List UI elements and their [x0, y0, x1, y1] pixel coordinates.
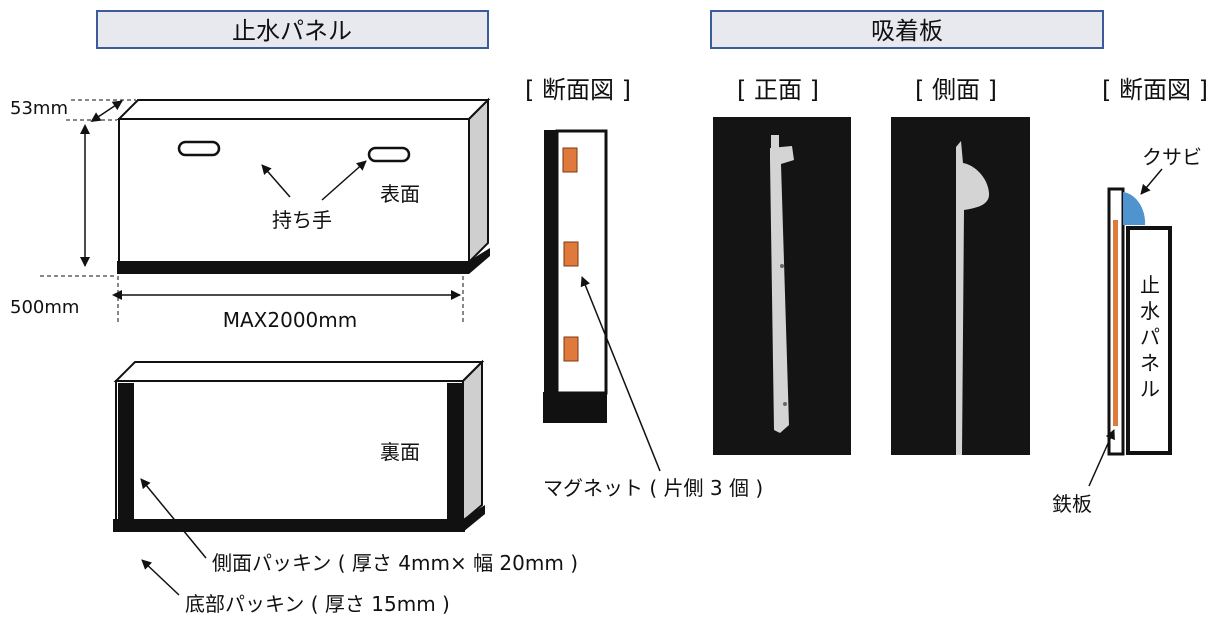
handle-left	[177, 140, 221, 157]
plate-cross-section: 止 水 パ ネ ル クサビ 鉄板	[1052, 145, 1202, 516]
wedge-label: クサビ	[1142, 145, 1202, 169]
plate-front-photo	[713, 117, 851, 455]
handles-label: 持ち手	[272, 208, 332, 232]
panel-section-title-text: 止水パネル	[232, 17, 352, 45]
iron-plate-label: 鉄板	[1052, 492, 1092, 516]
panel-back-view: 裏面 側面パッキン ( 厚さ 4mm× 幅 20mm ) 底部パッキン ( 厚さ…	[113, 359, 578, 616]
panel-section-title: 止水パネル	[96, 10, 489, 49]
dim-width-label: MAX2000mm	[223, 308, 358, 332]
plate-section-title: 吸着板	[710, 10, 1104, 49]
dim-height-label: 500mm	[10, 297, 79, 318]
plate-section-heading: [ 断面図 ]	[1102, 76, 1208, 104]
magnet-label: マグネット ( 片側 3 個 )	[543, 476, 763, 500]
handle-right	[367, 146, 411, 163]
back-bottom-packing	[113, 519, 465, 532]
magnet-2	[563, 241, 579, 267]
plate-section-title-text: 吸着板	[871, 17, 943, 45]
plate-side-heading: [ 側面 ]	[915, 76, 997, 104]
panel-vertical-char-5: ル	[1140, 377, 1160, 401]
panel-section-box	[1126, 226, 1172, 455]
panel-vertical-char-1: 止	[1140, 273, 1160, 297]
iron-plate	[1113, 220, 1118, 426]
panel-vertical-char-3: パ	[1140, 325, 1160, 349]
magnet-3	[563, 336, 579, 362]
back-face-label: 裏面	[380, 440, 420, 464]
panel-dimensions: 53mm 500mm MAX2000mm	[10, 98, 464, 332]
panel-vertical-char-2: 水	[1140, 299, 1160, 323]
panel-vertical-char-4: ネ	[1140, 351, 1160, 375]
magnet-1	[562, 147, 578, 173]
panel-front-view: 持ち手 表面	[116, 97, 491, 274]
plate-side-photo	[891, 117, 1030, 455]
panel-front-bottom-packing	[117, 261, 469, 274]
wedge-shape	[1123, 192, 1146, 225]
bottom-packing-label: 底部パッキン ( 厚さ 15mm )	[185, 592, 450, 616]
side-packing-left	[118, 383, 134, 519]
dim-top-label: 53mm	[10, 98, 68, 119]
panel-cross-section: マグネット ( 片側 3 個 )	[543, 129, 763, 500]
side-packing-right	[447, 383, 463, 519]
plate-front-heading: [ 正面 ]	[737, 76, 819, 104]
cross-section-heading: [ 断面図 ]	[525, 76, 631, 104]
side-packing-label: 側面パッキン ( 厚さ 4mm× 幅 20mm )	[212, 551, 578, 575]
front-face-label: 表面	[380, 182, 420, 206]
